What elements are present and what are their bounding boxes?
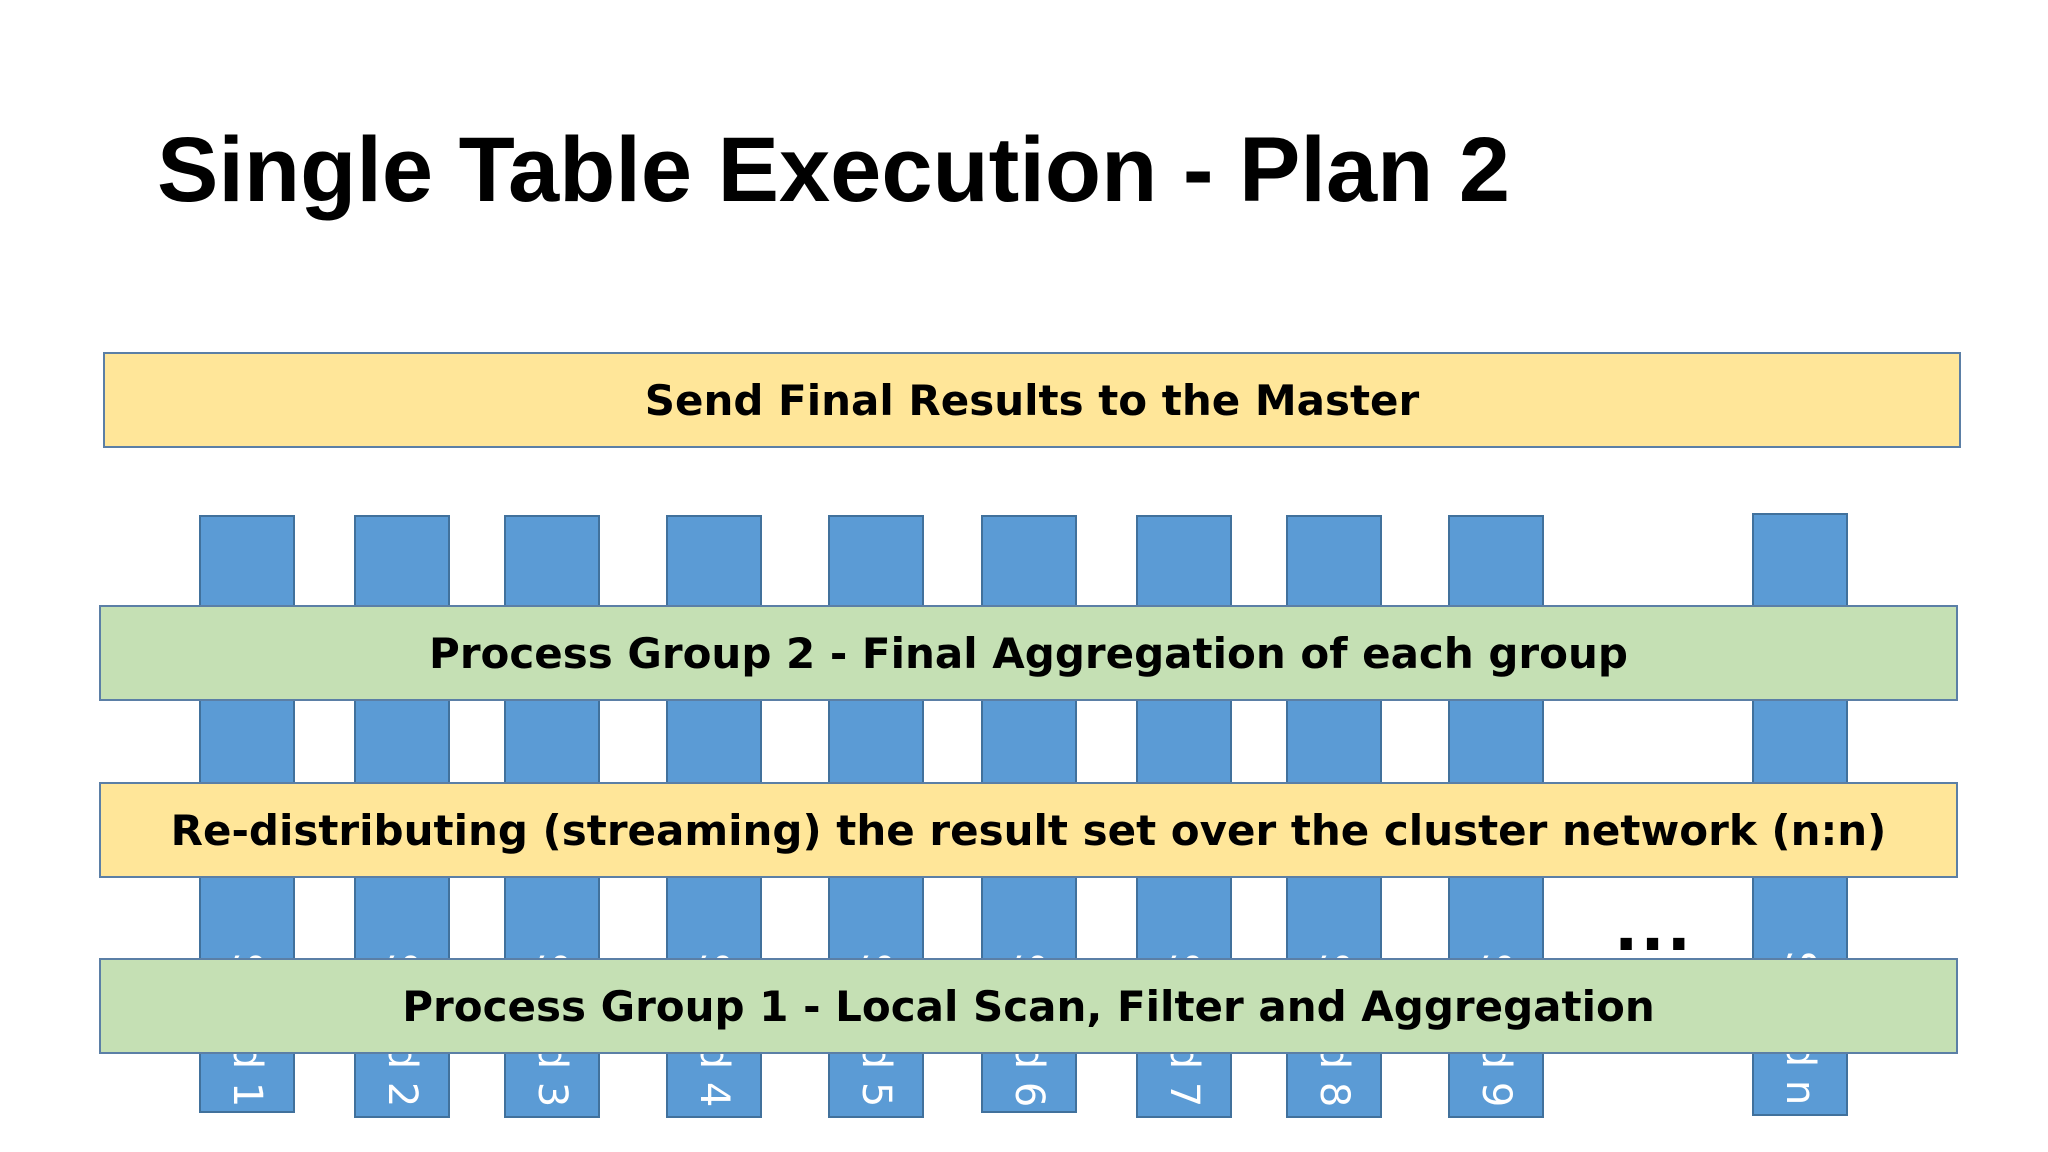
- redistribute-label: Re-distributing (streaming) the result s…: [170, 805, 1887, 855]
- process-group-2-band: Process Group 2 - Final Aggregation of e…: [99, 605, 1958, 701]
- send-final-results-band: Send Final Results to the Master: [103, 352, 1961, 448]
- more-shards-ellipsis: ...: [1614, 892, 1693, 966]
- process-group-1-label: Process Group 1 - Local Scan, Filter and…: [402, 981, 1655, 1031]
- redistribute-band: Re-distributing (streaming) the result s…: [99, 782, 1958, 878]
- process-group-2-label: Process Group 2 - Final Aggregation of e…: [429, 628, 1628, 678]
- process-group-1-band: Process Group 1 - Local Scan, Filter and…: [99, 958, 1958, 1054]
- slide-title: Single Table Execution - Plan 2: [157, 119, 1511, 221]
- send-final-results-label: Send Final Results to the Master: [644, 375, 1420, 425]
